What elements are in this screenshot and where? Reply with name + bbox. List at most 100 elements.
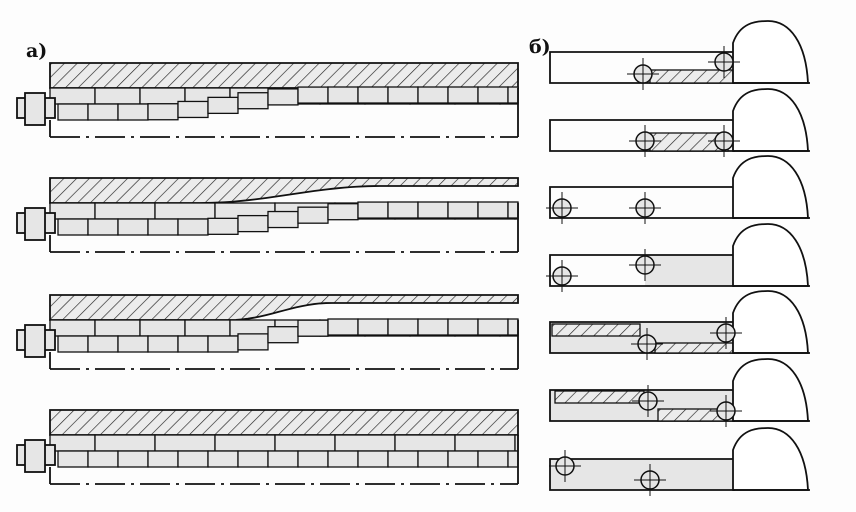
hatched-plate — [49, 294, 519, 321]
block — [139, 319, 186, 337]
block — [417, 86, 449, 104]
block — [207, 335, 239, 353]
block — [154, 202, 216, 220]
block — [94, 87, 141, 105]
assembly-2 — [16, 177, 519, 253]
nut — [24, 207, 46, 241]
block — [49, 319, 96, 337]
center-mark — [546, 192, 578, 224]
block — [447, 318, 479, 336]
block — [507, 450, 519, 468]
block — [447, 450, 479, 468]
block — [267, 450, 299, 468]
hatched-plate — [49, 409, 519, 436]
dome — [732, 427, 809, 491]
center-mark — [629, 192, 661, 224]
block — [327, 86, 359, 104]
block — [507, 201, 519, 219]
center-mark — [710, 395, 742, 427]
block — [87, 218, 119, 236]
frame — [549, 119, 735, 152]
block — [117, 103, 149, 121]
block — [327, 318, 359, 336]
block — [87, 335, 119, 353]
block — [237, 92, 269, 110]
hatched-bar — [554, 390, 645, 404]
row-4 — [546, 223, 810, 292]
panel-b-rows — [546, 20, 810, 496]
block — [57, 335, 89, 353]
block — [184, 319, 231, 337]
block — [507, 86, 519, 104]
block — [387, 450, 419, 468]
block — [417, 450, 449, 468]
block — [207, 450, 239, 468]
hatched-bar — [551, 323, 641, 337]
block — [417, 201, 449, 219]
block — [207, 217, 239, 235]
block — [297, 206, 329, 224]
assembly-1 — [16, 62, 519, 138]
hatched-bar — [649, 69, 734, 84]
center-mark — [549, 450, 581, 482]
nut — [24, 324, 46, 358]
row-3 — [546, 155, 810, 224]
block — [147, 218, 179, 236]
center-mark — [627, 58, 659, 90]
hatched-plate — [49, 177, 519, 204]
block — [57, 218, 89, 236]
frame — [549, 458, 735, 491]
panel-b-label: б) — [529, 36, 551, 58]
block — [177, 450, 209, 468]
block — [447, 86, 479, 104]
block — [267, 326, 299, 344]
block — [327, 203, 359, 221]
block — [357, 201, 389, 219]
block — [214, 434, 276, 452]
block — [57, 103, 89, 121]
block — [87, 450, 119, 468]
block — [267, 210, 299, 229]
frame — [549, 186, 735, 219]
block — [274, 434, 336, 452]
row-7 — [549, 427, 810, 496]
block — [477, 450, 509, 468]
center-mark — [634, 464, 666, 496]
dome — [732, 155, 809, 219]
block — [454, 434, 516, 452]
block — [237, 333, 269, 351]
center-mark — [708, 46, 740, 78]
center-mark — [631, 328, 663, 360]
block — [207, 96, 239, 115]
nut — [24, 92, 46, 126]
block — [387, 86, 419, 104]
block — [117, 450, 149, 468]
block — [477, 318, 509, 336]
dome — [732, 88, 809, 152]
assembly-4 — [16, 409, 519, 485]
dome — [732, 290, 809, 354]
row-1 — [549, 20, 810, 90]
block — [117, 218, 149, 236]
nut — [24, 439, 46, 473]
row-5 — [549, 290, 810, 360]
block — [237, 214, 269, 233]
row-2 — [549, 88, 810, 157]
block — [357, 450, 389, 468]
block — [387, 318, 419, 336]
block — [154, 434, 216, 452]
assembly-3 — [16, 294, 519, 370]
center-mark — [710, 317, 742, 349]
block — [447, 201, 479, 219]
block — [357, 86, 389, 104]
shaded-area — [645, 255, 735, 286]
block — [94, 319, 141, 337]
dome — [732, 20, 809, 84]
block — [87, 103, 119, 121]
block — [394, 434, 456, 452]
center-mark — [708, 125, 740, 157]
block — [297, 86, 329, 104]
block — [237, 450, 269, 468]
